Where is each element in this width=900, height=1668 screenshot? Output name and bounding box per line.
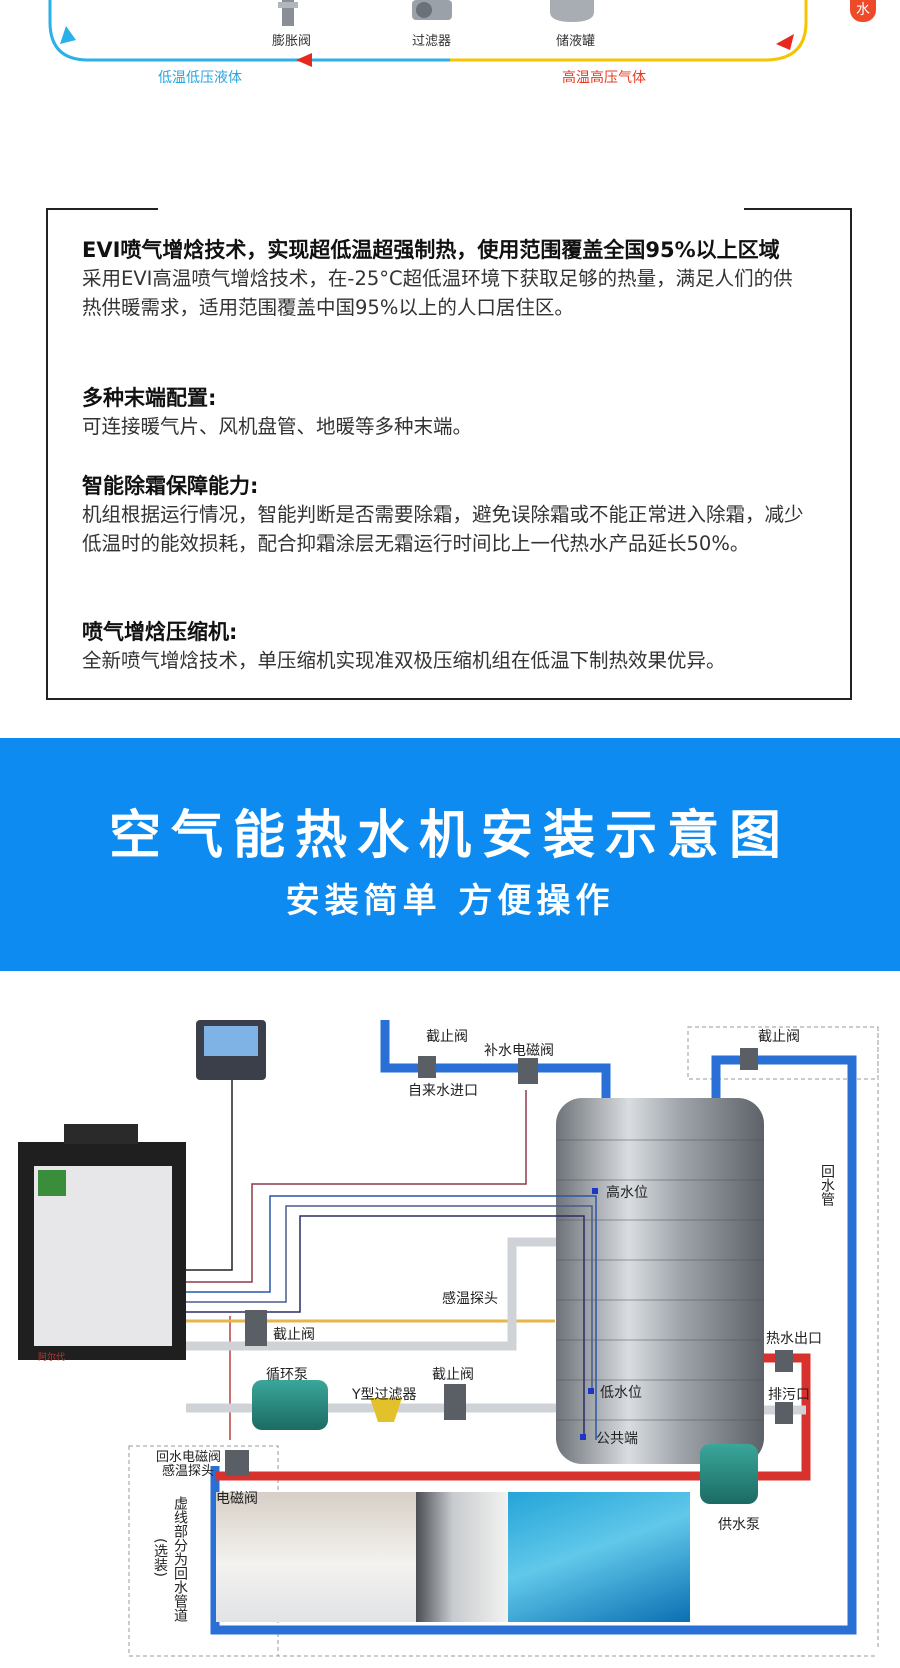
- feature-title: EVI喷气增焓技术，实现超低温超强制热，使用范围覆盖全国95%以上区域: [82, 238, 780, 262]
- feature-compressor: 喷气增焓压缩机: 全新喷气增焓技术，单压缩机实现准双极压缩机组在低温下制热效果优…: [82, 618, 812, 675]
- water-tank: [556, 1098, 764, 1464]
- heat-pump-top: [64, 1124, 138, 1144]
- feature-title: 喷气增焓压缩机:: [82, 620, 238, 644]
- arrow-hot-up: [776, 34, 794, 50]
- circulation-pump-label: 循环泵: [266, 1367, 308, 1383]
- shutoff-valve-top-label: 截止阀: [426, 1029, 468, 1045]
- feature-defrost: 智能除霜保障能力: 机组根据运行情况，智能判断是否需要除霜，避免误除霜或不能正常…: [82, 472, 812, 558]
- pool-photo: [508, 1492, 690, 1622]
- expansion-valve-icon: [278, 0, 298, 26]
- optional-label: (选装): [152, 1538, 168, 1577]
- shutoff-valve-right-label: 截止阀: [758, 1029, 800, 1045]
- refill-solenoid-label: 补水电磁阀: [484, 1043, 554, 1059]
- controller-screen: [204, 1026, 258, 1056]
- receiver-tank-icon: [550, 0, 594, 22]
- feature-title: 多种末端配置:: [82, 386, 217, 410]
- shutoff-valve-mid-label: 截止阀: [273, 1327, 315, 1343]
- supply-pump: [700, 1444, 758, 1504]
- dashed-note-label: 虚线部分为回水管道: [172, 1496, 188, 1622]
- upper-loop-pipe: [186, 1237, 556, 1351]
- cold-flow-label: 低温低压液体: [158, 70, 242, 86]
- bathtub-photo: [216, 1492, 416, 1622]
- brand-logo: [38, 1170, 66, 1196]
- filter-icon: [412, 0, 452, 20]
- hot-outlet-label: 热水出口: [766, 1331, 822, 1347]
- hot-flow-label: 高温高压气体: [562, 70, 646, 86]
- return-solenoid-label: 回水电磁阀: [156, 1450, 222, 1465]
- refrigerant-cycle-diagram: [48, 0, 808, 67]
- return-dashed-box-right: [687, 1026, 879, 1080]
- tap-inlet-label: 自来水进口: [408, 1083, 478, 1099]
- high-level-sensor: [592, 1188, 598, 1194]
- filter-label: 过滤器: [412, 34, 452, 49]
- low-level-label: 低水位: [600, 1385, 642, 1401]
- expansion-valve-label: 膨胀阀: [272, 34, 312, 49]
- signal-wires: [186, 1055, 597, 1440]
- feature-evi: EVI喷气增焓技术，实现超低温超强制热，使用范围覆盖全国95%以上区域 采用EV…: [82, 236, 812, 322]
- installation-diagram: 截止阀 补水电磁阀 自来水进口 截止阀 回水管 高水位 感温探头 截止阀 循环泵…: [0, 1020, 900, 1668]
- feature-terminals: 多种末端配置: 可连接暖气片、风机盘管、地暖等多种末端。: [82, 384, 812, 441]
- return-temp-probe-label: 感温探头: [162, 1464, 215, 1479]
- valve-icon: [225, 1048, 793, 1476]
- feature-title: 智能除霜保障能力:: [82, 474, 259, 498]
- high-level-label: 高水位: [606, 1185, 648, 1201]
- shutoff-valve-low-label: 截止阀: [432, 1367, 474, 1383]
- feature-body: 采用EVI高温喷气增焓技术，在-25°C超低温环境下获取足够的热量，满足人们的供…: [82, 267, 793, 319]
- common-sensor: [580, 1434, 586, 1440]
- banner-subtitle: 安装简单 方便操作: [285, 881, 615, 921]
- banner-title: 空气能热水机安装示意图: [108, 806, 791, 866]
- tank-rings: [556, 1139, 764, 1421]
- installation-pipes: [18, 1020, 879, 1657]
- brand-label: 阿尔代: [38, 1353, 66, 1363]
- feature-body: 机组根据运行情况，智能判断是否需要除霜，避免误除霜或不能正常进入除霜，减少低温时…: [82, 503, 804, 555]
- install-banner: 空气能热水机安装示意图 安装简单 方便操作: [0, 738, 900, 971]
- arrow-cold-up: [60, 26, 76, 44]
- feature-body: 全新喷气增焓技术，单压缩机实现准双极压缩机组在低温下制热效果优异。: [82, 649, 726, 672]
- supply-pump-label: 供水泵: [718, 1517, 760, 1533]
- return-pipe: [210, 1055, 857, 1635]
- receiver-tank-label: 储液罐: [556, 34, 596, 49]
- y-filter-label: Y型过滤器: [352, 1387, 417, 1403]
- drain-outlet-label: 排污口: [768, 1387, 810, 1403]
- feature-body: 可连接暖气片、风机盘管、地暖等多种末端。: [82, 415, 473, 438]
- shower-photo: [416, 1492, 508, 1622]
- y-filter-icon: [370, 1398, 402, 1422]
- feature-box: EVI喷气增焓技术，实现超低温超强制热，使用范围覆盖全国95%以上区域 采用EV…: [46, 206, 852, 700]
- common-terminal-label: 公共端: [596, 1431, 638, 1447]
- solenoid-valve-label: 电磁阀: [216, 1491, 258, 1507]
- border-gap: [158, 206, 744, 212]
- arrow-center: [296, 53, 312, 67]
- return-pipe-label: 回水管: [819, 1164, 835, 1206]
- inlet-pipe: [380, 1020, 611, 1100]
- circulation-pump: [252, 1380, 328, 1430]
- temp-probe-label: 感温探头: [442, 1291, 498, 1307]
- cycle-loop-hot: [450, 0, 808, 62]
- water-badge: 水: [850, 0, 876, 22]
- cycle-loop-cold: [48, 0, 450, 62]
- low-level-sensor: [588, 1388, 594, 1394]
